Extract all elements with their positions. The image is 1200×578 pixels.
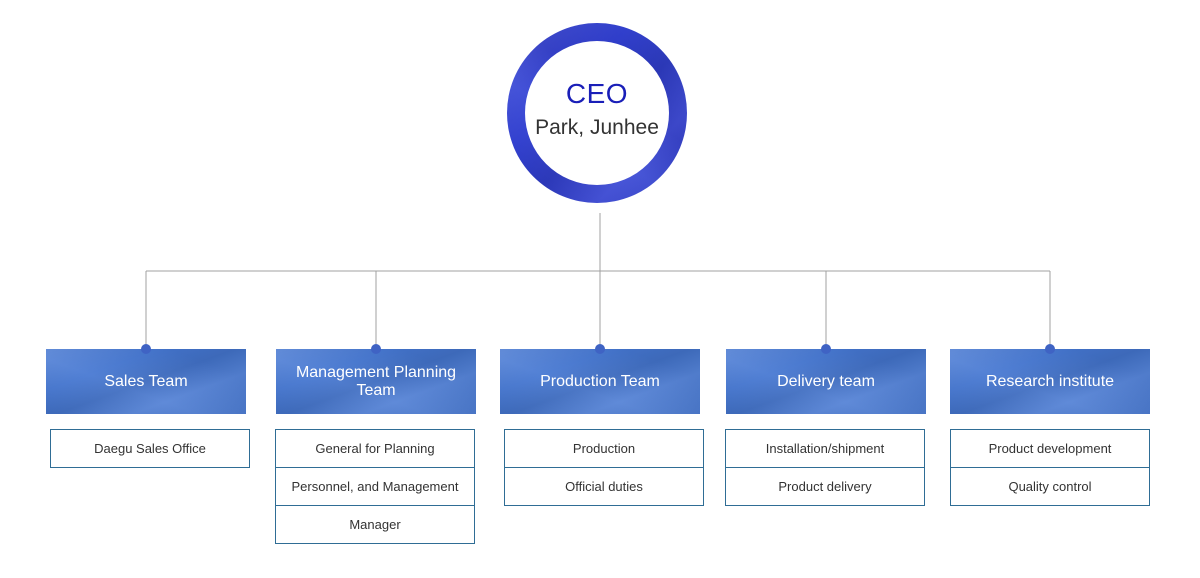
- dept-label: Delivery team: [777, 372, 875, 390]
- subunit-item: Installation/shipment: [725, 429, 925, 468]
- dept-delivery-subunits: Installation/shipment Product delivery: [725, 429, 925, 506]
- subunit-item: Personnel, and Management: [275, 467, 475, 506]
- dept-label: Management Planning Team: [295, 363, 457, 399]
- dept-delivery-team: Delivery team: [726, 344, 926, 414]
- subunit-item: Manager: [275, 505, 475, 544]
- dept-label: Research institute: [985, 372, 1115, 390]
- connector-dot: [821, 344, 831, 354]
- dept-label: Sales Team: [104, 372, 188, 390]
- subunit-item: Quality control: [950, 467, 1150, 506]
- subunit-item: Production: [504, 429, 704, 468]
- dept-research-institute: Research institute: [950, 344, 1150, 414]
- dept-research-subunits: Product development Quality control: [950, 429, 1150, 506]
- ceo-inner-circle: CEO Park, Junhee: [525, 41, 669, 185]
- subunit-item: Product development: [950, 429, 1150, 468]
- dept-sales-subunits: Daegu Sales Office: [50, 429, 250, 468]
- dept-label: Production Team: [540, 372, 660, 390]
- dept-management-subunits: General for Planning Personnel, and Mana…: [275, 429, 475, 544]
- ceo-title: CEO: [565, 78, 629, 109]
- dept-production-subunits: Production Official duties: [504, 429, 704, 506]
- connector-dot: [371, 344, 381, 354]
- dept-production-team: Production Team: [500, 344, 700, 414]
- ceo-node: CEO Park, Junhee: [507, 23, 687, 203]
- subunit-item: Official duties: [504, 467, 704, 506]
- subunit-item: Product delivery: [725, 467, 925, 506]
- connector-dot: [1045, 344, 1055, 354]
- subunit-item: General for Planning: [275, 429, 475, 468]
- subunit-item: Daegu Sales Office: [50, 429, 250, 468]
- connector-dot: [595, 344, 605, 354]
- dept-management-planning-team: Management Planning Team: [276, 344, 476, 414]
- ceo-name: Park, Junhee: [535, 116, 659, 139]
- dept-sales-team: Sales Team: [46, 344, 246, 414]
- connector-dot: [141, 344, 151, 354]
